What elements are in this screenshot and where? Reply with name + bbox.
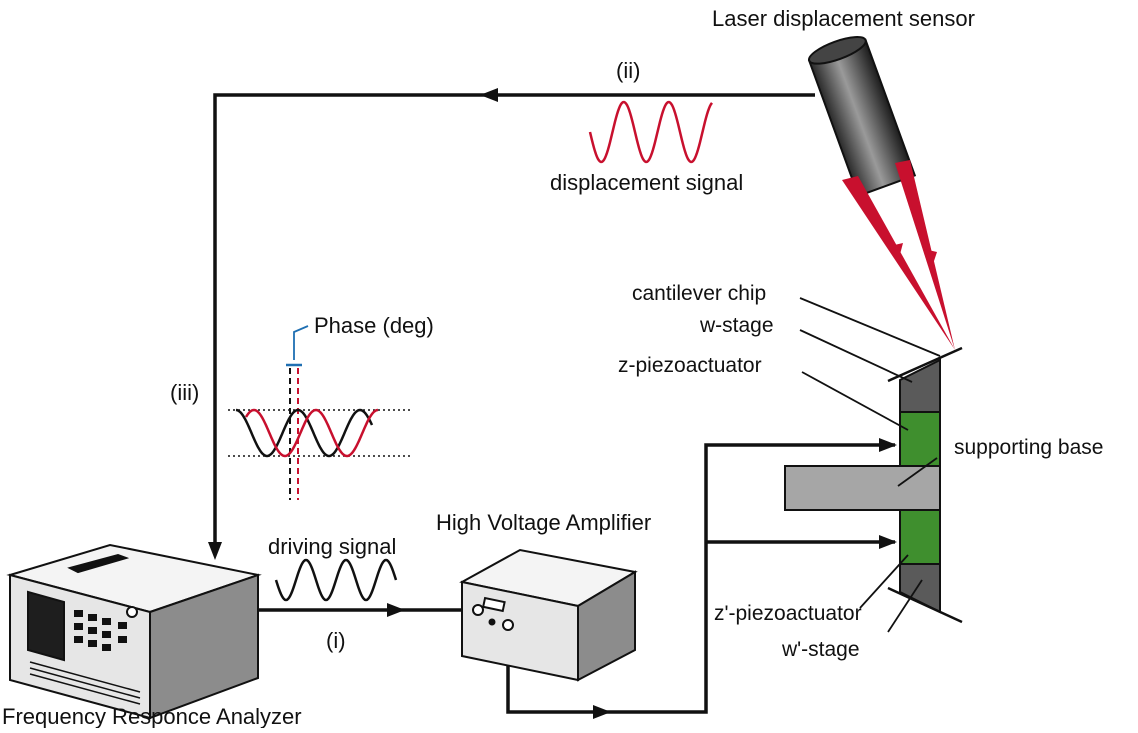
phase-leader-line — [293, 325, 309, 360]
fra-keypad — [74, 610, 127, 651]
leader-supporting-base — [897, 457, 938, 487]
leader-z-prime-piezo — [859, 554, 909, 609]
arrow-iii-down — [208, 542, 222, 560]
fra-key — [88, 627, 97, 634]
leader-w-stage — [799, 329, 913, 383]
amp-side-face — [577, 570, 636, 682]
cantilever-chip-label: cantilever chip — [632, 282, 766, 305]
laser-displacement-sensor — [807, 36, 917, 198]
cantilever-chip-lower — [887, 586, 963, 624]
cantilever-chip-upper — [887, 346, 963, 383]
leader-z-piezo — [801, 371, 909, 431]
path-iii-label: (iii) — [170, 380, 199, 405]
high-voltage-amplifier — [459, 548, 638, 682]
signal-path-wires — [213, 93, 895, 714]
fra-key — [74, 636, 83, 643]
fra-side-face — [149, 573, 259, 720]
arrow-i-right — [387, 603, 405, 617]
fra-key — [88, 640, 97, 647]
fra-label: Frequency Responce Analyzer — [2, 704, 302, 728]
amplifier-output-wire — [506, 443, 895, 714]
laser-arrow-left — [890, 243, 903, 262]
z-prime-piezoactuator-block — [899, 509, 941, 565]
phase-comparison — [228, 325, 412, 500]
fra-key — [102, 644, 111, 651]
feedback-wire-ii-iii — [213, 93, 815, 550]
cantilever-stack — [784, 346, 963, 624]
driving-signal-label: driving signal — [268, 534, 396, 559]
fra-vent-line — [29, 667, 141, 699]
fra-key — [88, 614, 97, 621]
sensor-top-cap — [808, 36, 867, 65]
laser-beam-left — [842, 176, 955, 350]
fra-key — [118, 636, 127, 643]
displacement-signal-label: displacement signal — [550, 170, 743, 195]
fra-display-screen — [27, 590, 65, 662]
leader-cantilever-chip — [799, 297, 941, 357]
displacement-signal-waveform — [588, 100, 713, 164]
fra-key — [74, 610, 83, 617]
fra-top-slot — [67, 553, 130, 574]
w-stage-label: w-stage — [699, 314, 774, 337]
amp-input-port — [472, 604, 484, 616]
driving-signal-waveform — [274, 558, 398, 602]
path-ii-label: (ii) — [616, 58, 640, 83]
w-prime-stage-label: w'-stage — [781, 638, 860, 661]
z-prime-piezo-label: z'-piezoactuator — [714, 602, 862, 625]
amp-display-slot — [481, 596, 506, 613]
path-i-label: (i) — [326, 628, 346, 653]
laser-arrow-right — [924, 249, 937, 264]
fra-knob — [126, 606, 138, 618]
fra-vent-line — [29, 661, 141, 693]
fra-key — [102, 631, 111, 638]
driving-reference-wave — [235, 408, 374, 458]
z-piezo-label: z-piezoactuator — [618, 354, 762, 377]
arrow-upper-actuator — [879, 438, 897, 452]
frequency-response-analyzer — [6, 543, 262, 720]
signal-arrowheads — [208, 88, 897, 719]
fra-key — [118, 622, 127, 629]
arrow-lower-actuator — [879, 535, 897, 549]
fra-vent-grille — [29, 661, 141, 705]
fra-key — [102, 618, 111, 625]
arrow-output-right — [593, 705, 611, 719]
laser-sensor-label: Laser displacement sensor — [712, 6, 975, 31]
fra-vent-line — [29, 673, 141, 705]
supporting-base-label: supporting base — [954, 436, 1103, 459]
amp-indicator — [488, 618, 496, 626]
laser-beams — [842, 160, 955, 350]
phase-label: Phase (deg) — [314, 313, 434, 338]
laser-beam-right — [895, 160, 955, 350]
hv-amplifier-label: High Voltage Amplifier — [436, 510, 651, 535]
z-piezoactuator-block — [899, 411, 941, 467]
arrow-ii-left — [480, 88, 498, 102]
leader-w-prime-stage — [887, 579, 923, 633]
amp-output-port — [502, 619, 514, 631]
fra-key — [74, 623, 83, 630]
stack-leader-lines — [799, 297, 941, 633]
displacement-response-wave — [244, 408, 379, 458]
